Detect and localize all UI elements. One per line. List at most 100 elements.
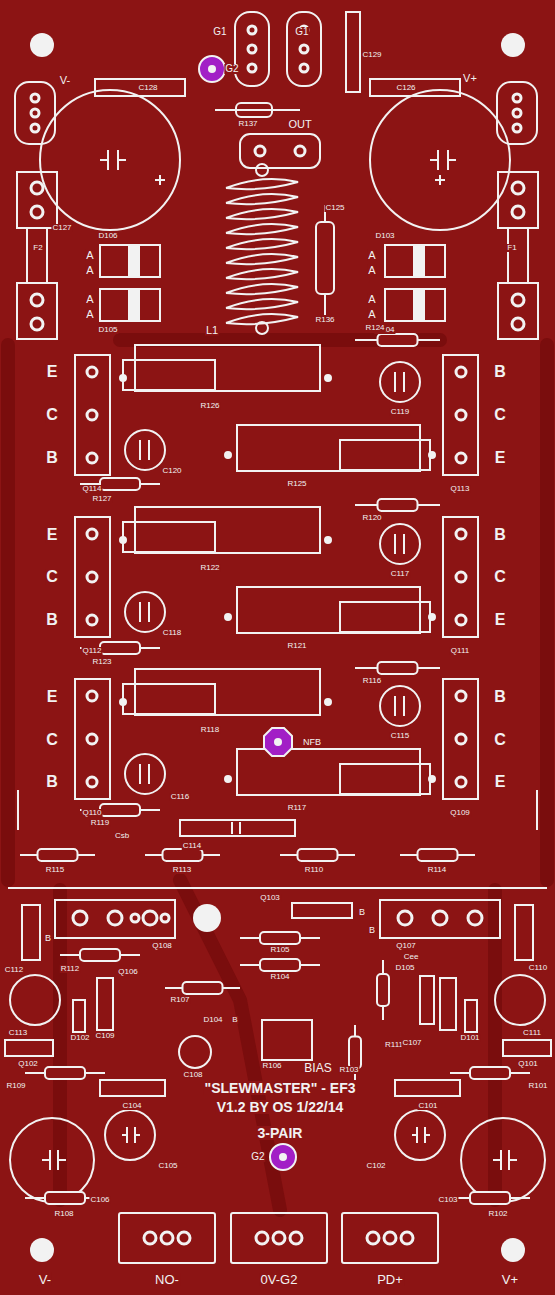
silk-label: G1 — [294, 27, 309, 37]
pad — [429, 452, 435, 458]
silk-label: R122 — [199, 564, 220, 572]
capacitor-symbol — [140, 696, 404, 784]
silk-label: F1 — [506, 244, 517, 252]
silk-label: D104 — [202, 1016, 223, 1024]
resistor-symbol — [163, 849, 203, 861]
coil-turn — [226, 179, 298, 189]
coil-turn — [226, 269, 298, 279]
resistor-symbol — [45, 1192, 85, 1204]
silk-label: Csb — [114, 832, 130, 840]
silk-label: Q107 — [395, 942, 417, 950]
silk-label: C110 — [528, 964, 549, 972]
silk-label: A — [85, 265, 94, 276]
silk-label: R123 — [91, 658, 112, 666]
capacitor-outline — [380, 362, 420, 402]
silk-label: R137 — [237, 120, 258, 128]
silk-label: C107 — [401, 1039, 422, 1047]
silk-label: V+ — [462, 73, 478, 84]
silk-label: R113 — [172, 866, 193, 874]
silk-label: Q110 — [82, 809, 103, 817]
capacitor-outline — [380, 524, 420, 564]
power-resistor-body — [340, 764, 430, 794]
silk-label: A — [85, 294, 94, 305]
silk-label: F2 — [32, 244, 43, 252]
silk-label: D105 — [97, 326, 118, 334]
power-resistor — [237, 425, 420, 471]
resistor-symbol — [260, 932, 300, 944]
silk-label: R102 — [487, 1210, 508, 1218]
silk-label: B — [493, 364, 507, 380]
pad — [429, 614, 435, 620]
resistor-symbol — [260, 959, 300, 971]
silk-label: C101 — [417, 1102, 438, 1110]
silk-label: C118 — [162, 629, 183, 637]
transistor-outline — [75, 679, 110, 799]
power-resistor-body — [340, 440, 430, 470]
silk-label: C129 — [361, 51, 382, 59]
silk-label: C128 — [137, 84, 158, 92]
silk-label: C114 — [182, 842, 203, 850]
coil-turn — [226, 209, 298, 219]
silk-label: C111 — [522, 1029, 542, 1037]
power-resistor — [135, 669, 320, 715]
silk-label: R118 — [200, 726, 221, 734]
connector-label: NO- — [154, 1273, 180, 1286]
silk-label: Q114 — [82, 485, 103, 493]
silk-label: C116 — [170, 793, 191, 801]
pad — [325, 699, 331, 705]
coil-turn — [226, 194, 298, 204]
silk-label: R119 — [90, 819, 111, 827]
silk-label: B — [493, 527, 507, 543]
pad — [456, 529, 466, 539]
silk-label: R109 — [5, 1082, 26, 1090]
silk-label: C — [45, 569, 59, 585]
pad — [87, 734, 97, 744]
silk-label: B — [45, 612, 59, 628]
resistor-symbol — [183, 982, 223, 994]
silk-label: R114 — [427, 866, 448, 874]
connector-housing: PD+ — [341, 1212, 439, 1264]
silk-label: D106 — [97, 232, 118, 240]
resistor-symbol — [298, 849, 338, 861]
pad — [87, 453, 97, 463]
silk-label: OUT — [287, 119, 312, 130]
silk-label: R106 — [261, 1062, 282, 1070]
silk-label: B — [45, 450, 59, 466]
silk-label: V- — [38, 1273, 52, 1286]
pad — [456, 572, 466, 582]
silk-label: R125 — [286, 480, 307, 488]
coil-turn — [226, 239, 298, 249]
silk-label: R104 — [269, 973, 290, 981]
resistor-symbol — [349, 1037, 361, 1069]
resistor-symbol — [470, 1192, 510, 1204]
coil-turn — [226, 299, 298, 309]
silk-label: E — [494, 774, 507, 790]
pad — [456, 777, 466, 787]
silk-label: Cee — [403, 953, 420, 961]
silk-label: R105 — [269, 946, 290, 954]
silk-label: C119 — [390, 408, 411, 416]
silk-label: C106 — [89, 1196, 110, 1204]
silk-label: C103 — [437, 1196, 458, 1204]
silk-label: R115 — [45, 866, 66, 874]
silk-label: R127 — [91, 495, 112, 503]
coil-turn — [226, 314, 298, 324]
resistor-symbol — [418, 849, 458, 861]
coil-winding — [226, 179, 298, 324]
resistor-symbol — [377, 974, 389, 1006]
pad — [456, 453, 466, 463]
transistor-outline — [443, 679, 478, 799]
silk-label: C117 — [390, 570, 411, 578]
silk-label: B — [45, 774, 59, 790]
power-resistor-body — [123, 360, 215, 390]
power-resistor-body — [123, 522, 215, 552]
pad — [456, 734, 466, 744]
silk-label: Q102 — [17, 1060, 39, 1068]
transistor-outline — [443, 517, 478, 637]
pad — [456, 410, 466, 420]
silk-label: E — [494, 612, 507, 628]
silk-label: V+ — [501, 1273, 519, 1286]
pad — [87, 367, 97, 377]
silk-label: Q103 — [259, 894, 281, 902]
coil-turn — [226, 254, 298, 264]
